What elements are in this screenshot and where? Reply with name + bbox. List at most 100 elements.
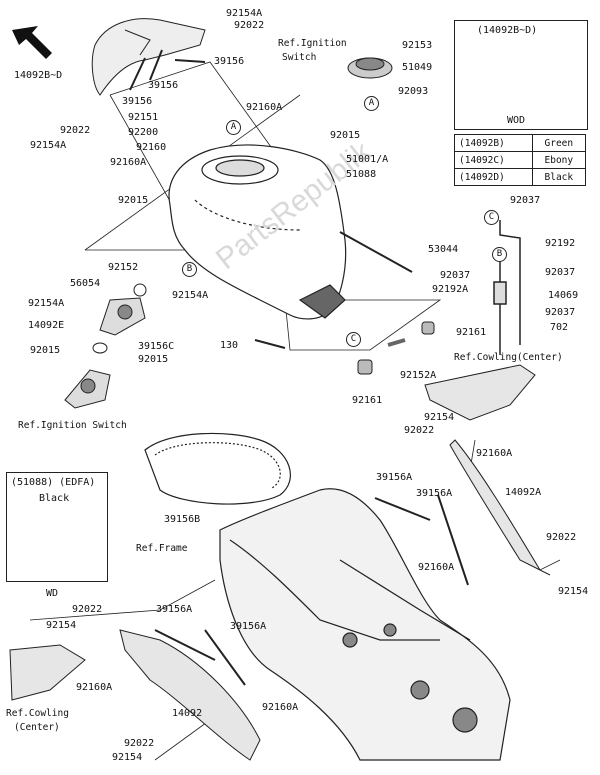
part-label: 92022 xyxy=(546,532,577,543)
color-cell: Green xyxy=(531,134,587,152)
part-label: 92152A xyxy=(400,370,437,381)
part-label: 39156A xyxy=(230,621,267,632)
part-label: 14092B~D xyxy=(14,70,63,81)
part-label: 92154A xyxy=(172,290,209,301)
part-label: 92192 xyxy=(545,238,576,249)
part-cell: (14092C) xyxy=(454,151,533,169)
cowling-center-part xyxy=(424,364,551,576)
part-label: 92015 xyxy=(138,354,169,365)
part-label: 92161 xyxy=(456,327,487,338)
ref-label: (Center) xyxy=(14,722,60,733)
grommet-parts xyxy=(254,321,435,375)
inset-tank-title: (51088) (EDFA) xyxy=(11,477,96,488)
part-label: 53044 xyxy=(428,244,459,255)
part-label: 130 xyxy=(220,340,239,351)
tank-cover-part xyxy=(91,18,206,96)
part-label: 92154 xyxy=(558,586,589,597)
part-label: 92022 xyxy=(234,20,265,31)
color-table: (14092B) Green (14092C) Ebony (14092D) B… xyxy=(454,134,587,186)
callout-b: B xyxy=(492,247,507,262)
part-label: 56054 xyxy=(70,278,101,289)
bracket-part xyxy=(64,283,147,409)
table-row: (14092D) Black xyxy=(454,168,587,186)
fuel-tank-outline xyxy=(168,144,347,320)
part-label: 92151 xyxy=(128,112,159,123)
part-label: 14092 xyxy=(172,708,203,719)
part-label: 51088 xyxy=(346,169,377,180)
callout-a: A xyxy=(226,120,241,135)
part-label: 92160 xyxy=(136,142,167,153)
part-label: 92160A xyxy=(76,682,113,693)
hose-assembly xyxy=(493,220,521,355)
part-cell: (14092D) xyxy=(454,168,533,186)
frame-part xyxy=(219,488,511,761)
inset-tank-caption: WD xyxy=(46,588,59,599)
part-label: 92154 xyxy=(46,620,77,631)
part-label: 92153 xyxy=(402,40,433,51)
ref-label: Ref.Cowling xyxy=(6,708,69,719)
part-label: 92037 xyxy=(545,307,576,318)
part-label: 92015 xyxy=(118,195,149,206)
color-cell: Ebony xyxy=(531,151,587,169)
part-label: 92200 xyxy=(128,127,159,138)
part-label: 92160A xyxy=(262,702,299,713)
callout-c: C xyxy=(484,210,499,225)
callout-b: B xyxy=(182,262,197,277)
callout-c: C xyxy=(346,332,361,347)
part-label: 92154 xyxy=(424,412,455,423)
part-label: 92160A xyxy=(110,157,147,168)
part-label: 92160A xyxy=(246,102,283,113)
part-cell: (14092B) xyxy=(454,134,533,152)
front-arrow-icon xyxy=(12,26,52,59)
inset-cover-caption: WOD xyxy=(507,115,526,126)
part-label: 51001/A xyxy=(346,154,389,165)
seat-pad-part xyxy=(144,432,291,505)
part-label: 39156B xyxy=(164,514,201,525)
part-label: 92192A xyxy=(432,284,469,295)
table-row: (14092C) Ebony xyxy=(454,151,587,169)
part-label: 14069 xyxy=(548,290,579,301)
part-label: 92022 xyxy=(124,738,155,749)
part-label: 39156A xyxy=(156,604,193,615)
inset-tank-box: (51088) (EDFA) Black xyxy=(6,472,108,582)
part-label: 39156A xyxy=(376,472,413,483)
part-label: 92093 xyxy=(398,86,429,97)
ref-label: Ref.Ignition xyxy=(278,38,347,49)
part-label: 39156 xyxy=(122,96,153,107)
ref-label: Switch xyxy=(282,52,317,63)
part-label: 92022 xyxy=(404,425,435,436)
part-label: 92160A xyxy=(476,448,513,459)
part-label: 39156 xyxy=(148,80,179,91)
filler-cap-part xyxy=(347,57,393,79)
part-label: 92154 xyxy=(112,752,143,763)
ref-label: Ref.Ignition Switch xyxy=(18,420,127,431)
inset-tank-color: Black xyxy=(39,493,70,504)
cowling-left-part xyxy=(9,629,261,761)
part-label: 92022 xyxy=(72,604,103,615)
part-label: 92154A xyxy=(30,140,67,151)
part-label: 92037 xyxy=(440,270,471,281)
callout-a: A xyxy=(364,96,379,111)
table-row: (14092B) Green xyxy=(454,134,587,152)
part-label: 92160A xyxy=(418,562,455,573)
ref-label: Ref.Cowling(Center) xyxy=(454,352,563,363)
rod-parts xyxy=(129,49,469,686)
part-label: 92154A xyxy=(28,298,65,309)
part-label: 51049 xyxy=(402,62,433,73)
part-label: 92015 xyxy=(30,345,61,356)
part-label: 92154A xyxy=(226,8,263,19)
part-label: 92022 xyxy=(60,125,91,136)
color-cell: Black xyxy=(531,168,587,186)
part-label: 39156 xyxy=(214,56,245,67)
ref-label: Ref.Frame xyxy=(136,543,188,554)
inset-cover-box: (14092B~D) WOD xyxy=(454,20,588,130)
part-label: 92037 xyxy=(510,195,541,206)
part-label: 39156C xyxy=(138,341,175,352)
part-label: 14092A xyxy=(505,487,542,498)
part-label: 702 xyxy=(550,322,569,333)
part-label: 92152 xyxy=(108,262,139,273)
part-label: 39156A xyxy=(416,488,453,499)
part-label: 92161 xyxy=(352,395,383,406)
part-label: 92015 xyxy=(330,130,361,141)
